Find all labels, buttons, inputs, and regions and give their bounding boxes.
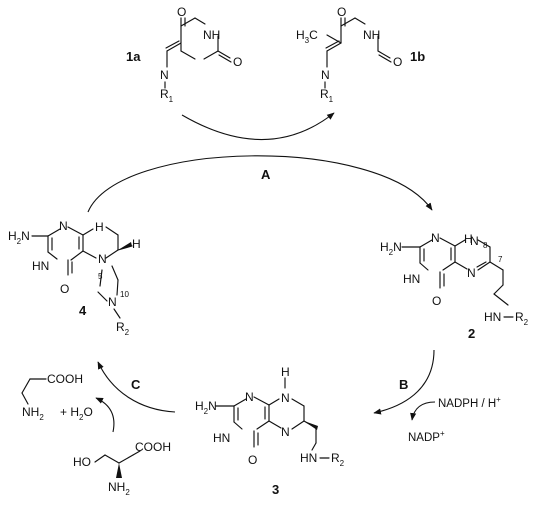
serine-cooh: COOH	[135, 440, 171, 454]
methyl-subscript: 3	[305, 36, 310, 45]
hn-4: HN	[32, 259, 49, 273]
step-c-arrow-side	[95, 397, 115, 433]
n-ring-2-a: N	[431, 231, 440, 245]
water-sub: 2	[79, 413, 84, 422]
compound-1b-bonds	[325, 17, 392, 68]
step-b-arrow-main	[373, 349, 435, 415]
r1-subscript-1b: 1	[329, 95, 334, 104]
compound-3: H2N N H N HN N O HN R2 3	[195, 365, 345, 497]
water-o: O	[83, 405, 92, 419]
nadp-text: NADP	[408, 432, 440, 444]
glycine-product: COOH NH2 + H2O	[21, 372, 93, 422]
nh-3-1b: NH	[363, 28, 380, 42]
hn-3: HN	[213, 431, 230, 445]
step-a-arrow-top	[181, 112, 335, 141]
carbonyl-o-4: O	[60, 282, 69, 296]
compound-1a-label: 1a	[126, 49, 141, 64]
nadph-reagent: NADPH / H+	[438, 395, 501, 410]
pos-8-label: 8	[483, 241, 488, 250]
water-product: + H2O	[60, 405, 93, 422]
n-1-1b: N	[321, 68, 330, 82]
r2-group-3: R2	[331, 451, 345, 468]
step-a-label: A	[261, 167, 271, 182]
pos-10-label: 10	[120, 290, 129, 299]
n-5-ring-4: N	[98, 252, 107, 266]
compound-4-bonds	[31, 226, 133, 302]
serine-reactant: HO COOH NH2	[73, 440, 171, 497]
glycine-nh2: NH2	[22, 405, 44, 422]
compound-4: H2N N H HN O N 5 H 10 N R2 4	[8, 219, 141, 337]
n-ring-3-a: N	[245, 390, 254, 404]
r1-subscript: 1	[169, 95, 174, 104]
glycine-cooh: COOH	[47, 372, 83, 386]
r2-subscript-2: 2	[524, 318, 529, 327]
compound-1a-bonds	[165, 17, 232, 68]
n-5-ring-3: N	[281, 425, 290, 439]
wedge-bond-3	[304, 421, 318, 430]
serine-bonds	[94, 450, 141, 464]
carbonyl-o-2: O	[432, 294, 441, 308]
glycine-bonds	[21, 378, 47, 405]
n-10-ring-4: N	[108, 295, 117, 309]
serine-ho: HO	[73, 455, 91, 469]
compound-3-bonds	[215, 377, 317, 451]
n-8-ring-3: N	[281, 391, 290, 405]
carbonyl-o-2-1b: O	[393, 55, 402, 69]
step-b-arrow-cofactor	[410, 401, 436, 421]
n-8-ring-2: N	[470, 234, 479, 248]
step-c-arrow-main	[97, 361, 176, 413]
amine-h2n-4: H2N	[8, 229, 30, 246]
nadp-product: NADP+	[408, 429, 445, 444]
h-stereo-4: H	[132, 237, 141, 251]
r1-group: R1	[160, 87, 174, 104]
compound-1b-label: 1b	[410, 49, 425, 64]
step-a-arrow-main	[87, 155, 433, 213]
hn-2: HN	[403, 272, 420, 286]
r2-subscript-4: 2	[125, 328, 130, 337]
carbonyl-o-top-1b: O	[337, 5, 346, 19]
nadph-sup: +	[496, 395, 501, 404]
compound-1b: O NH O H3C N R1 1b	[296, 5, 425, 104]
hn-r2-2: HN	[484, 310, 501, 324]
methyl-group: H3C	[296, 28, 318, 45]
step-b-label: B	[399, 377, 408, 392]
serine-wedge	[116, 463, 122, 478]
compound-2-bonds	[401, 237, 509, 306]
r2-subscript-3: 2	[340, 459, 345, 468]
n-ring-4-a: N	[59, 219, 68, 233]
compound-3-label: 3	[272, 482, 279, 497]
nadp-sup: +	[440, 429, 445, 438]
serine-nh2-sub: 2	[125, 488, 130, 497]
glycine-nh2-sub: 2	[39, 413, 44, 422]
carbonyl-o-3: O	[248, 453, 257, 467]
compound-4-label: 4	[79, 303, 87, 318]
water-text: + H	[60, 405, 79, 419]
compound-1a: O NH O N R1 1a	[126, 5, 242, 104]
n-1: N	[160, 68, 169, 82]
carbonyl-o-top: O	[177, 5, 186, 19]
nadph-text: NADPH / H	[438, 398, 496, 410]
carbonyl-o-2: O	[233, 55, 242, 69]
compound-2-label: 2	[468, 326, 475, 341]
compound-2: H2N N H N 8 7 HN N O HN R2 2	[380, 231, 529, 341]
nh-ring-2: H	[464, 232, 473, 246]
amine-h2n-3: H2N	[195, 399, 217, 416]
pos-5-label: 5	[98, 272, 103, 281]
n-5-ring-2: N	[467, 266, 476, 280]
h-top-3: H	[281, 365, 290, 379]
r1-group-1b: R1	[320, 87, 334, 104]
amine-h2n-2: H2N	[380, 240, 402, 257]
r2-group-4: R2	[116, 320, 130, 337]
nh-3: NH	[203, 28, 220, 42]
nh-ring-4: H	[95, 220, 104, 234]
r2-group-2: R2	[515, 310, 529, 327]
pos-7-label: 7	[498, 255, 503, 264]
step-c-label: C	[131, 377, 141, 392]
wedge-bond-4	[118, 242, 132, 250]
serine-nh2: NH2	[108, 480, 130, 497]
hn-r2-3: HN	[300, 451, 317, 465]
